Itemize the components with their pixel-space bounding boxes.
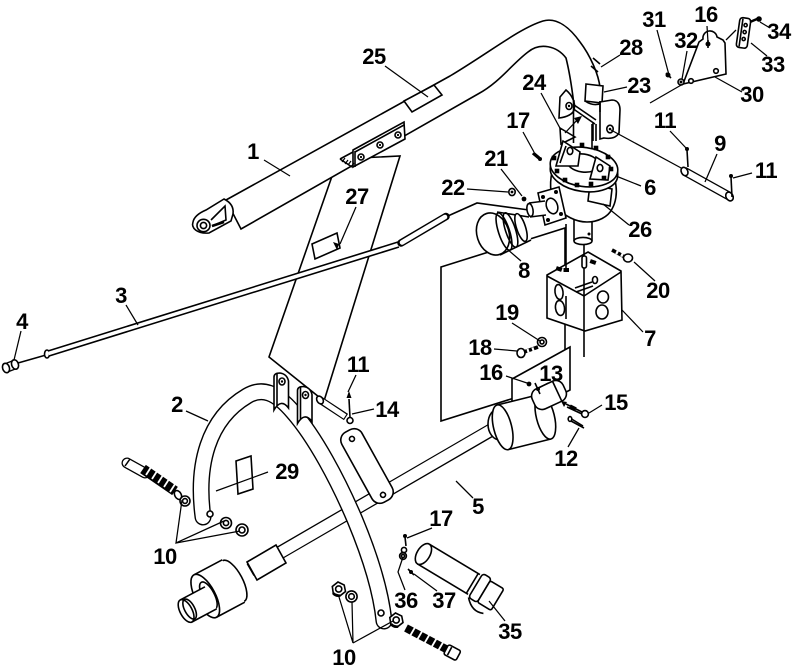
svg-text:33: 33	[761, 52, 785, 77]
svg-text:5: 5	[472, 494, 484, 519]
svg-text:14: 14	[375, 397, 400, 422]
svg-text:36: 36	[394, 588, 418, 613]
svg-text:16: 16	[694, 2, 718, 27]
svg-text:22: 22	[441, 175, 465, 200]
svg-text:30: 30	[740, 82, 764, 107]
svg-text:23: 23	[627, 73, 651, 98]
svg-text:21: 21	[484, 146, 508, 171]
svg-text:9: 9	[714, 131, 726, 156]
svg-text:17: 17	[506, 108, 530, 133]
svg-text:15: 15	[604, 390, 628, 415]
svg-text:32: 32	[674, 28, 698, 53]
svg-text:7: 7	[644, 326, 656, 351]
svg-text:3: 3	[115, 283, 127, 308]
svg-text:27: 27	[345, 184, 369, 209]
svg-text:28: 28	[619, 35, 643, 60]
svg-text:17: 17	[429, 506, 453, 531]
svg-text:18: 18	[468, 335, 492, 360]
svg-text:10: 10	[153, 544, 177, 569]
svg-text:35: 35	[498, 619, 522, 644]
svg-text:11: 11	[755, 158, 778, 183]
svg-text:1: 1	[247, 139, 259, 164]
svg-text:31: 31	[642, 7, 666, 32]
svg-text:11: 11	[654, 108, 677, 133]
svg-text:10: 10	[332, 645, 356, 669]
svg-text:25: 25	[362, 44, 386, 69]
svg-text:19: 19	[495, 300, 519, 325]
svg-text:11: 11	[347, 352, 370, 377]
svg-text:12: 12	[554, 446, 578, 471]
svg-text:13: 13	[539, 361, 563, 386]
svg-text:29: 29	[275, 459, 299, 484]
svg-text:24: 24	[522, 70, 547, 95]
svg-text:8: 8	[518, 258, 530, 283]
svg-text:37: 37	[432, 588, 456, 613]
svg-text:4: 4	[16, 309, 29, 334]
svg-text:16: 16	[479, 360, 503, 385]
svg-text:2: 2	[171, 392, 183, 417]
svg-text:20: 20	[646, 278, 670, 303]
svg-text:6: 6	[644, 175, 656, 200]
svg-text:26: 26	[628, 217, 652, 242]
svg-text:34: 34	[767, 19, 792, 44]
